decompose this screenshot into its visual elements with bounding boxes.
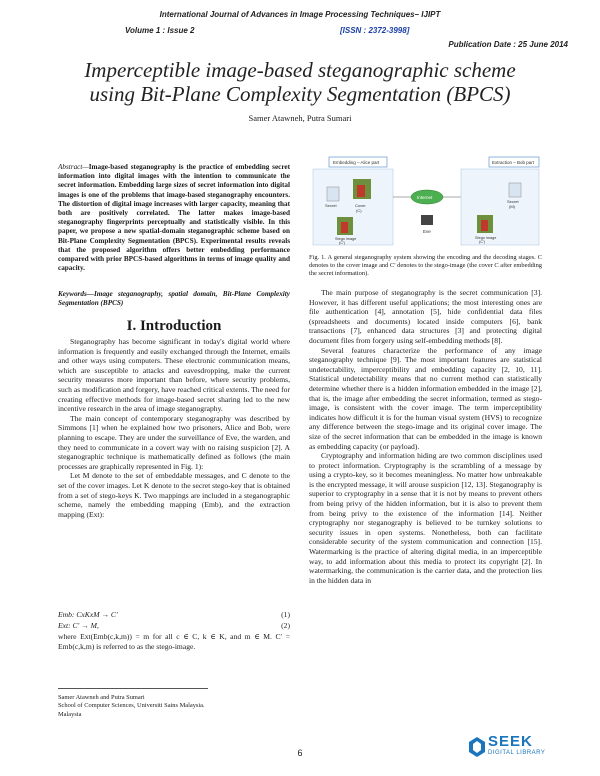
- extract-label: Extraction – Bob part: [492, 160, 535, 165]
- equation-2-number: (2): [281, 621, 290, 630]
- stego-c-label-right: (C′): [479, 240, 486, 244]
- title-line-1: Imperceptible image-based steganographic…: [84, 58, 516, 82]
- intro-paragraph: Steganography has become significant in …: [58, 337, 290, 414]
- intro-paragraph: Let M denote to the set of embeddable me…: [58, 471, 290, 519]
- eve-label: Eve: [423, 229, 431, 234]
- secret-label-right: Secret: [507, 199, 519, 204]
- equation-2-text: Ext: C′ → M,: [58, 621, 99, 630]
- volume-issue: Volume 1 : Issue 2: [125, 26, 195, 35]
- body-paragraph: Several features characterize the perfor…: [309, 345, 542, 451]
- abstract-text: Image-based steganography is the practic…: [58, 163, 290, 273]
- bob-panel: [460, 168, 540, 246]
- footnote: Samer Atawneh and Putra Sumari School of…: [58, 694, 205, 719]
- issn: [ISSN : 2372-3998]: [340, 26, 410, 35]
- title-line-2: using Bit-Plane Complexity Segmentation …: [89, 82, 511, 106]
- page-number: 6: [297, 748, 303, 758]
- cover-image-flower: [357, 185, 365, 197]
- seek-digital-library-logo: SEEK DIGITAL LIBRARY: [468, 733, 573, 763]
- footnote-rule: [58, 688, 208, 689]
- secret-doc-icon-right: [508, 182, 522, 198]
- abstract: Abstract—Image-based steganography is th…: [58, 163, 290, 273]
- logo-icon: [469, 737, 485, 757]
- logo-line-1: SEEK: [488, 733, 533, 750]
- right-column-text: The main purpose of steganography is the…: [309, 288, 542, 585]
- secret-label: Secret: [325, 203, 337, 208]
- body-paragraph: Cryptography and information hiding are …: [309, 451, 542, 585]
- paper-title: Imperceptible image-based steganographic…: [40, 58, 560, 106]
- internet-label: Internet: [417, 195, 433, 200]
- figure-1: Embedding – Alice part Extraction – Bob …: [309, 155, 542, 250]
- equation-1: Emb: CxKxM → C′ (1): [58, 610, 290, 619]
- stego-c-label: (C′): [339, 241, 346, 245]
- logo-line-2: DIGITAL LIBRARY: [488, 750, 546, 756]
- equation-2: Ext: C′ → M, (2): [58, 621, 290, 630]
- footnote-line: Samer Atawneh and Putra Sumari: [58, 694, 145, 701]
- secret-doc-icon: [326, 186, 340, 202]
- cover-c-label: (C): [356, 208, 362, 213]
- footnote-line: School of Computer Sciences, Universiti …: [58, 702, 205, 710]
- intro-paragraph: The main concept of contemporary stegano…: [58, 413, 290, 471]
- stego-image-flower: [341, 222, 348, 233]
- section-heading: I. Introduction: [126, 318, 222, 334]
- secret-m-label: (M): [509, 204, 516, 209]
- embed-label-box: [328, 156, 388, 168]
- keywords: Keywords—Image steganography, spatial do…: [58, 290, 290, 308]
- body-paragraph: The main purpose of steganography is the…: [309, 288, 542, 345]
- intro-text: Steganography has become significant in …: [58, 337, 290, 519]
- journal-name: International Journal of Advances in Ima…: [159, 10, 441, 19]
- stego-image-right-flower: [481, 220, 488, 231]
- equation-where: where Ext(Emb(c,k,m)) = m for all c ∈ C,…: [58, 632, 290, 651]
- equation-1-number: (1): [281, 610, 290, 619]
- stego-label-right: Stego image: [475, 236, 496, 240]
- extract-label-box: [488, 156, 540, 168]
- equation-1-text: Emb: CxKxM → C′: [58, 610, 118, 619]
- steganography-diagram: Embedding – Alice part Extraction – Bob …: [312, 156, 540, 246]
- eve-icon: [421, 215, 433, 225]
- authors: Samer Atawneh, Putra Sumari: [248, 113, 352, 123]
- embed-label: Embedding – Alice part: [333, 160, 380, 165]
- cover-label: Cover: [355, 203, 366, 208]
- abstract-label: Abstract—: [58, 163, 89, 171]
- stego-label: Stego image: [335, 237, 356, 241]
- footnote-line: Malaysia: [58, 710, 82, 718]
- publication-date: Publication Date : 25 June 2014: [448, 40, 568, 49]
- figure-caption: Fig. 1. A general steganography system s…: [309, 254, 542, 277]
